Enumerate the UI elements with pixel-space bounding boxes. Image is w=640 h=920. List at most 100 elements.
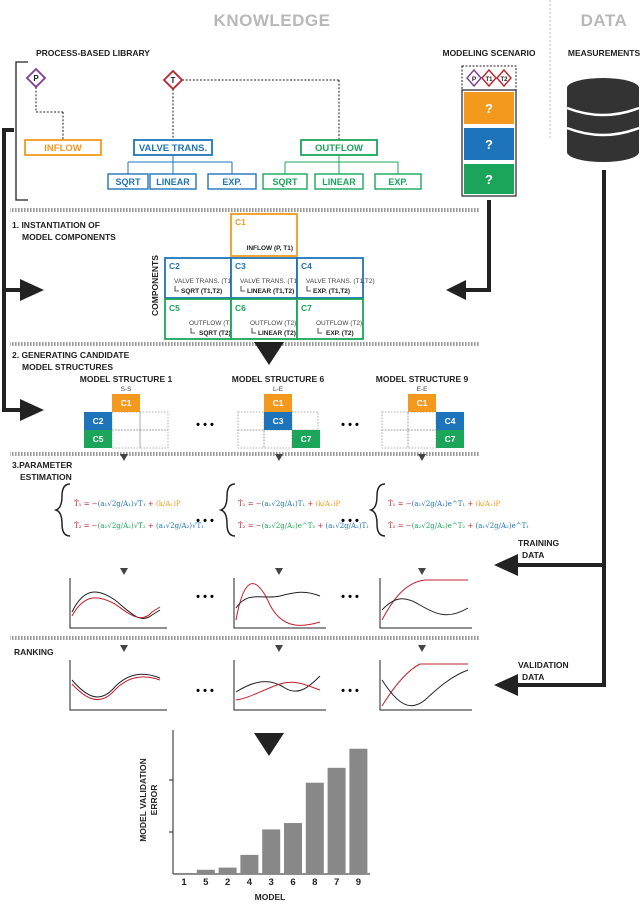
svg-text:VALVE TRANS. (T1,T2): VALVE TRANS. (T1,T2)	[306, 278, 375, 285]
connector-lines	[2, 128, 606, 687]
diamond-p-label: P	[33, 74, 39, 83]
bar-model-3	[262, 829, 281, 874]
scenario-var-p: P	[472, 76, 477, 83]
equations-6: Ṫ₁ = −(a₁√2g/A₁)T₁ + (k/A₁)P Ṫ₂ = −(a₂√2…	[218, 483, 369, 537]
component-c3: C3 VALVE TRANS. (T1,T2) LINEAR (T1,T2)	[230, 257, 309, 299]
svg-text:MODEL STRUCTURE 6: MODEL STRUCTURE 6	[232, 374, 325, 384]
ranking-label: RANKING	[14, 647, 54, 657]
svg-text:C1: C1	[273, 398, 284, 408]
ellipsis-plots-2: • • •	[341, 591, 359, 603]
bar-tick-label-3: 3	[269, 877, 274, 888]
bar-model-7	[327, 767, 346, 874]
bar-tick-label-5: 5	[203, 877, 209, 888]
inflow-label: INFLOW	[44, 143, 81, 154]
ellipsis-validation-2: • • •	[341, 685, 359, 697]
valve-label: VALVE TRANS.	[139, 143, 207, 154]
step2-line2: MODEL STRUCTURES	[22, 362, 113, 372]
ellipsis-equations-1: • • •	[196, 515, 214, 527]
svg-text:S-S: S-S	[121, 386, 133, 393]
separator-3	[10, 452, 480, 456]
ellipsis-structures-2: • • •	[341, 419, 359, 431]
component-c7: C7 OUTFLOW (T2) EXP. (T2)	[296, 298, 364, 340]
scenario-slot-orange	[464, 92, 514, 124]
scenario-slot-blue	[464, 128, 514, 160]
valve-branches	[127, 155, 233, 174]
separator-4	[10, 636, 480, 640]
library-bracket	[15, 61, 28, 201]
equations-9: Ṫ₁ = −(a₁√2g/A₁)e^T₁ + (k/A₁)P Ṫ₂ = −(a₂…	[368, 483, 529, 537]
ellipsis-equations-2: • • •	[341, 515, 359, 527]
diamond-p: P	[25, 67, 47, 89]
component-c1: C1 INFLOW (P, T1)	[230, 213, 298, 257]
bar-tick-label-9: 9	[356, 877, 361, 888]
scenario-slot-green	[464, 164, 514, 194]
bar-model-1	[175, 872, 193, 874]
training-data-line2: DATA	[522, 550, 544, 560]
component-c4: C4 VALVE TRANS. (T1,T2) EXP. (T1,T2)	[296, 257, 375, 299]
svg-text:SQRT (T2): SQRT (T2)	[199, 330, 231, 337]
svg-text:C1: C1	[121, 398, 132, 408]
equations-1: Ṫ₁ = −(a₁√2g/A₁)√T₁ + (k/A₁)P Ṫ₂ = −(a₂√…	[53, 483, 204, 537]
data-header: DATA	[581, 11, 628, 30]
outflow-children: SQRT LINEAR EXP.	[262, 173, 422, 190]
validation-plot-6	[233, 660, 326, 711]
valve-sqrt-label: SQRT	[115, 177, 141, 187]
bar-tick-label-4: 4	[247, 877, 253, 888]
svg-text:L-E: L-E	[273, 386, 284, 393]
component-c2: C2 VALVE TRANS. (T1,T2) SQRT (T1,T2)	[164, 257, 243, 299]
library-links	[35, 79, 340, 140]
valve-children: SQRT LINEAR EXP.	[107, 173, 257, 190]
svg-text:C2: C2	[93, 416, 104, 426]
scenario-slot-1-q: ?	[485, 101, 493, 116]
separator-2	[10, 342, 480, 346]
svg-text:C4: C4	[445, 416, 456, 426]
valve-linear-label: LINEAR	[156, 177, 190, 187]
component-c6: C6 OUTFLOW (T2) LINEAR (T2)	[230, 298, 298, 340]
svg-text:C7: C7	[301, 434, 312, 444]
bar-tick-label-1: 1	[181, 877, 187, 888]
diamond-t: T	[162, 69, 184, 91]
valve-exp-label: EXP.	[222, 177, 241, 187]
svg-text:OUTFLOW (T2): OUTFLOW (T2)	[189, 320, 235, 327]
outflow-linear-label: LINEAR	[322, 177, 356, 187]
outflow-label: OUTFLOW	[315, 143, 363, 154]
bar-model-5	[196, 869, 215, 874]
svg-text:C1: C1	[417, 398, 428, 408]
svg-text:MODEL STRUCTURE 9: MODEL STRUCTURE 9	[376, 374, 469, 384]
training-plot-6	[233, 578, 326, 629]
outflow-sqrt-label: SQRT	[272, 177, 298, 187]
measurements-title: MEASUREMENTS	[568, 48, 640, 58]
components-label: COMPONENTS	[150, 255, 160, 316]
bar-tick-label-8: 8	[312, 877, 317, 888]
database-icon	[566, 78, 640, 162]
bar-chart-ylabel-2: ERROR	[149, 785, 159, 816]
svg-text:C3: C3	[273, 416, 284, 426]
scenario-vars: P T1 T2	[466, 68, 512, 88]
validation-data-line2: DATA	[522, 672, 544, 682]
diamond-t-label: T	[171, 76, 176, 85]
bar-tick-label-6: 6	[290, 877, 295, 888]
library-title: PROCESS-BASED LIBRARY	[36, 48, 150, 58]
svg-text:C1: C1	[235, 217, 246, 227]
svg-text:Ṫ₂ = −(a₂√2g/A₂)e^T₂ + (a₁√2g/: Ṫ₂ = −(a₂√2g/A₂)e^T₂ + (a₁√2g/A₂)T₁	[238, 521, 369, 530]
svg-text:C5: C5	[169, 303, 180, 313]
bar-chart-xlabel: MODEL	[255, 892, 286, 902]
inflow-box	[24, 139, 102, 156]
scenario-title: MODELING SCENARIO	[442, 48, 535, 58]
svg-text:VALVE TRANS. (T1,T2): VALVE TRANS. (T1,T2)	[174, 278, 243, 285]
structure-6: MODEL STRUCTURE 6 L-E C1 C3 C7	[232, 374, 325, 449]
component-c5: C5 OUTFLOW (T2) SQRT (T2)	[164, 298, 235, 340]
ellipsis-plots-1: • • •	[196, 591, 214, 603]
arrow-to-structures	[20, 399, 44, 421]
step3-line2: ESTIMATION	[20, 472, 72, 482]
svg-text:Ṫ₁ = −(a₁√2g/A₁)√T₁ + (k/A₁)P: Ṫ₁ = −(a₁√2g/A₁)√T₁ + (k/A₁)P	[74, 499, 181, 508]
training-data-line1: TRAINING	[518, 538, 559, 548]
svg-text:LINEAR (T1,T2): LINEAR (T1,T2)	[247, 288, 294, 295]
training-plot-1	[69, 578, 167, 629]
training-plot-9	[379, 578, 472, 629]
arrow-training-data	[494, 554, 518, 576]
svg-text:EXP. (T2): EXP. (T2)	[326, 330, 354, 337]
arrow-validation-data	[494, 674, 518, 696]
separator-1	[10, 208, 480, 212]
